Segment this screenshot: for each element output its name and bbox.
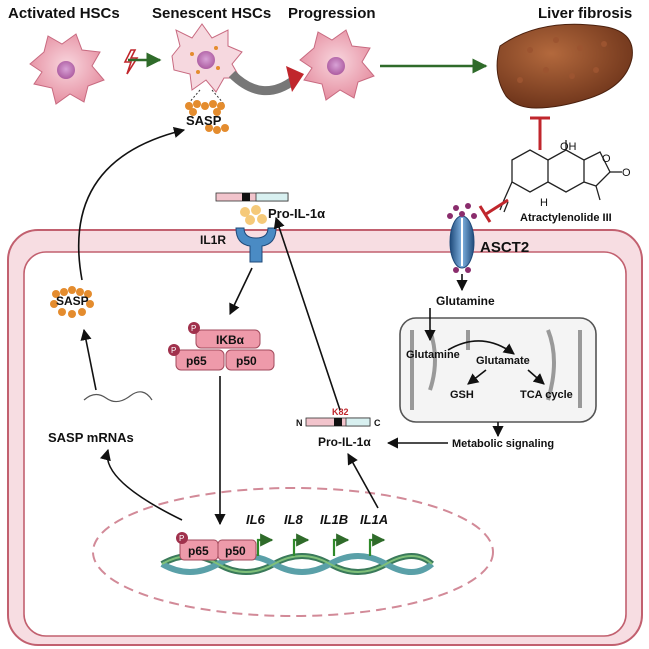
- sasp-label-cell: SASP: [56, 294, 89, 308]
- il1r-to-ikba-arrow: [229, 267, 253, 316]
- mrna-to-sasp-arrow: [80, 328, 97, 391]
- senescent-hscs-label: Senescent HSCs: [152, 5, 271, 22]
- p65-nuclear-label: p65: [188, 544, 209, 558]
- glutamine-to-glutamate-arrow: [447, 340, 515, 355]
- phos-ikba: P: [191, 324, 196, 333]
- sasp-secretion-arrow: [77, 126, 186, 281]
- glutamate-label: Glutamate: [476, 355, 530, 367]
- progression-label: Progression: [288, 5, 376, 22]
- il1a-to-protein-arrow: [347, 453, 379, 509]
- ikba-label: IKBα: [216, 333, 245, 347]
- n-terminal-label: N: [296, 418, 303, 428]
- glutamate-to-tca-arrow: [527, 369, 545, 385]
- atractylenolide-structure: OH O O H Atractylenolide III: [478, 116, 631, 224]
- p50-nuclear-label: p50: [225, 544, 246, 558]
- phos-p65: P: [171, 346, 176, 355]
- gene-il8: IL8: [284, 512, 304, 527]
- promoter-il1b: [332, 533, 350, 556]
- gene-il1a: IL1A: [360, 512, 388, 527]
- gene-il1b: IL1B: [320, 512, 348, 527]
- activated-hsc-cell: [29, 33, 105, 105]
- gsh-label: GSH: [450, 389, 474, 401]
- gene-il6: IL6: [246, 512, 266, 527]
- sasp-cluster-cell: [50, 286, 94, 318]
- asct2-label: ASCT2: [480, 239, 529, 256]
- il1r-label: IL1R: [200, 233, 226, 247]
- pro-il1a-inside-bar: [305, 417, 371, 427]
- transcription-to-mrna-arrow: [100, 448, 183, 521]
- sasp-cluster-top: [185, 100, 229, 134]
- c-terminal-label: C: [374, 418, 381, 428]
- k82-label: K82: [332, 407, 349, 417]
- compound-name: Atractylenolide III: [520, 212, 612, 224]
- sasp-mrnas-label: SASP mRNAs: [48, 430, 134, 445]
- lightning-icon: [123, 49, 139, 75]
- h-label: H: [540, 197, 548, 209]
- oh-label: OH: [560, 141, 577, 153]
- sasp-label-top: SASP: [186, 113, 222, 128]
- p65-cyto-label: p65: [186, 354, 207, 368]
- top-row: Activated HSCs Senescent HSCs Progressio…: [8, 5, 633, 134]
- promoter-il6: [256, 533, 274, 556]
- liver-fibrosis-label: Liver fibrosis: [538, 5, 632, 22]
- nuclear-p65-p50: [176, 532, 257, 561]
- progression-curve: [228, 70, 297, 96]
- activated-hscs-label: Activated HSCs: [8, 5, 120, 22]
- o-ketone-label: O: [622, 167, 631, 179]
- pro-il1a-outside: [215, 192, 289, 225]
- promoter-il1a: [368, 533, 386, 556]
- progression-hsc-cell: [299, 29, 375, 101]
- glutamine-mito-label: Glutamine: [406, 349, 460, 361]
- o-ring-label: O: [602, 153, 611, 165]
- asct2-transporter: [447, 203, 477, 273]
- metabolic-signaling-label: Metabolic signaling: [452, 438, 554, 450]
- dna-helix: [160, 553, 434, 575]
- phos-nuclear-p65: P: [179, 534, 184, 543]
- senescent-hsc-cell: [171, 23, 243, 105]
- prol1a-secretion-arrow: [273, 216, 341, 411]
- liver-image: [496, 23, 633, 109]
- progression-curve-head: [286, 66, 304, 92]
- promoter-il8: [292, 533, 310, 556]
- sasp-mrna-squiggle: [83, 391, 153, 403]
- glutamate-to-gsh-arrow: [467, 369, 487, 385]
- nucleus-envelope: [92, 487, 494, 617]
- ikba-p65-p50-complex: [168, 322, 275, 371]
- pro-il1a-inside-label: Pro-IL-1α: [318, 435, 371, 449]
- glutamine-cyto-label: Glutamine: [436, 294, 495, 308]
- mitochondrion: [399, 317, 597, 423]
- p50-cyto-label: p50: [236, 354, 257, 368]
- tca-label: TCA cycle: [520, 389, 573, 401]
